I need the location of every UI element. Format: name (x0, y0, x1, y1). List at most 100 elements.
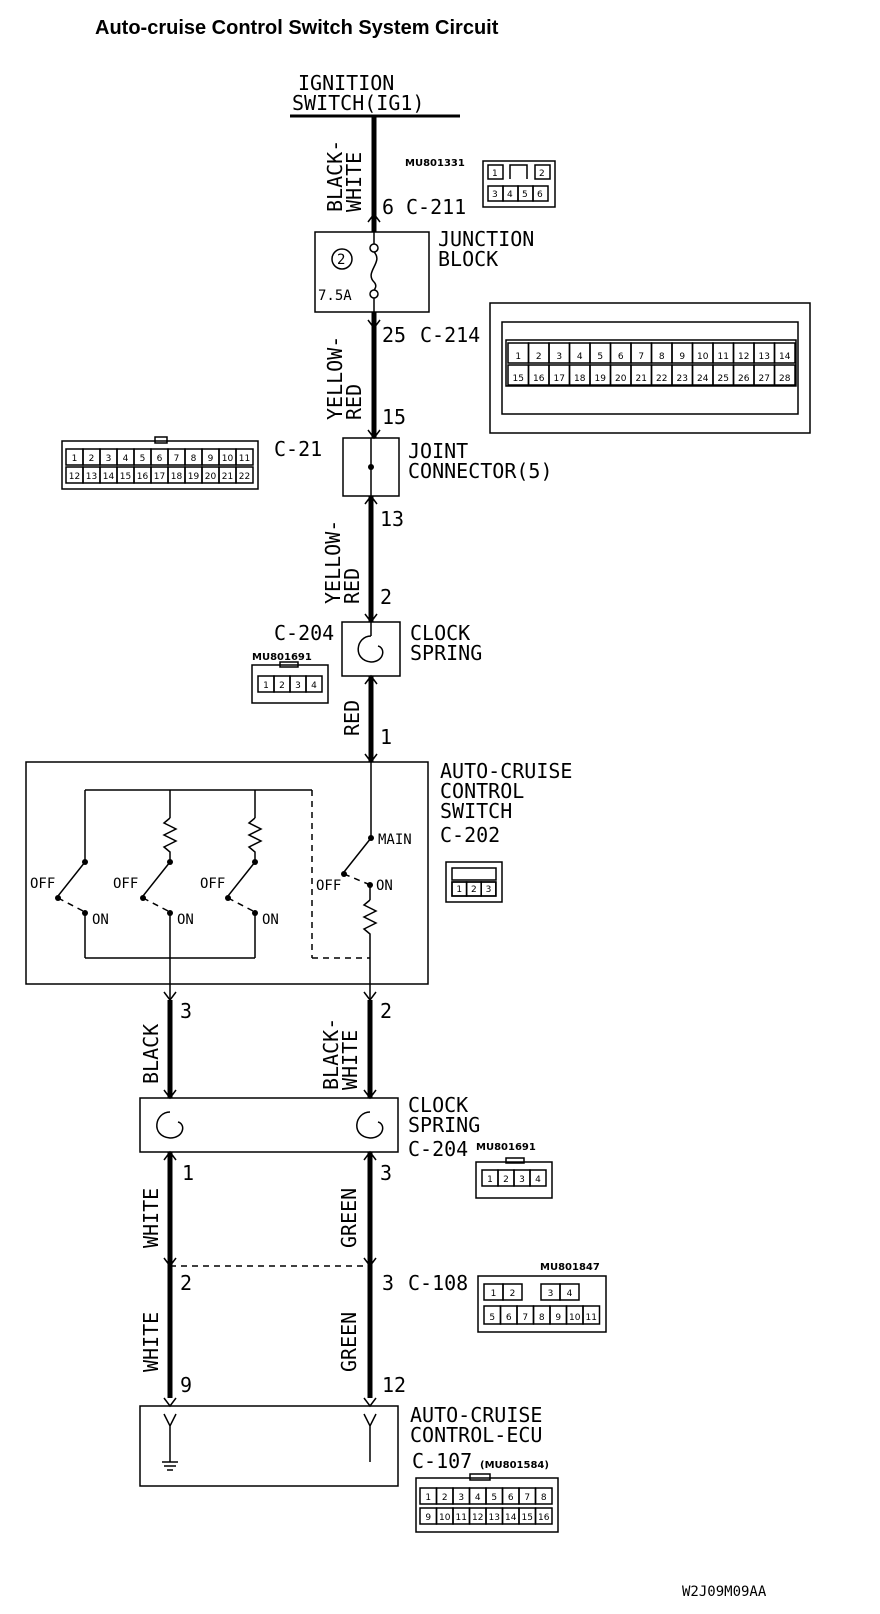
c108-row1-pin-label: 2 (510, 1289, 516, 1299)
c214-row2-pin-label: 20 (615, 374, 627, 384)
connector-c211-face: 1 2 3 4 5 6 (482, 160, 556, 208)
c204-top-pin-label: 3 (295, 681, 301, 691)
page-title: Auto-cruise Control Switch System Circui… (95, 17, 499, 39)
c21-row1-pin-label: 1 (72, 454, 78, 464)
c107-row1-pin-label: 5 (491, 1493, 497, 1503)
fuse-number: 2 (337, 252, 345, 268)
c21-row1-pin-label: 4 (123, 454, 129, 464)
c107-row1-pin-label: 6 (508, 1493, 514, 1503)
c202-pin-label: 1 (456, 885, 462, 895)
figure-id: W2J09M09AA (682, 1584, 767, 1600)
pin-15: 15 (382, 405, 406, 429)
clock-spring-2-label-1: CLOCK (408, 1093, 468, 1117)
c21-row2-pin-label: 19 (188, 472, 200, 482)
off-label-2: OFF (113, 876, 138, 892)
c107-row2-pin-label: 11 (456, 1513, 467, 1523)
c214-row1-pin-label: 6 (618, 352, 624, 362)
clock-spring-1-label-1: CLOCK (410, 621, 470, 645)
c21-row1-pin-label: 9 (208, 454, 214, 464)
wire-label-black: BLACK (139, 1024, 163, 1084)
svg-text:RED: RED (340, 568, 364, 604)
fuse-terminal-bottom (369, 289, 379, 299)
c202-cell (480, 881, 497, 897)
junction-label-1: JUNCTION (438, 227, 534, 251)
wire-label-yellow-red-2: YELLOW- RED (321, 520, 364, 604)
wire-label-yellow-red-1: YELLOW- RED (323, 336, 366, 420)
connector-c21-face (61, 436, 259, 490)
c214-row2-pin-label: 16 (533, 374, 545, 384)
clock-spring-1-coil (357, 635, 384, 663)
c21-row1-pin-label: 7 (174, 454, 180, 464)
switch-label-3: SWITCH (440, 799, 512, 823)
c21-row2-pin-label: 12 (69, 472, 80, 482)
wire-label-black-white-1: BLACK- WHITE (323, 140, 366, 212)
connector-c204-top-face (251, 661, 329, 704)
c204-top-pin-label: 2 (279, 681, 285, 691)
c214-row2-pin-label: 25 (718, 374, 729, 384)
pin-2-top: 2 (380, 585, 392, 609)
switch-label-2: CONTROL (440, 779, 524, 803)
svg-text:WHITE: WHITE (338, 1030, 362, 1090)
c21-row2-pin-label: 15 (120, 472, 131, 482)
c108-row2-pin-label: 8 (539, 1313, 545, 1323)
connector-c108-label: C-108 (408, 1271, 468, 1295)
svg-text:YELLOW-: YELLOW- (323, 336, 347, 420)
part-mu801584: (MU801584) (480, 1460, 549, 1471)
pin-3-clock: 3 (380, 1161, 392, 1185)
c214-row1-pin-label: 8 (659, 352, 665, 362)
c107-row2-pin-label: 13 (489, 1513, 500, 1523)
c21-row2-pin-label: 14 (103, 472, 115, 482)
connector-c204-bottom-label: C-204 (408, 1137, 468, 1161)
c107-row2-pin-label: 15 (522, 1513, 533, 1523)
c204-bottom-pin-label: 1 (487, 1175, 493, 1185)
c107-row1-pin-label: 4 (475, 1493, 481, 1503)
ecu-input-symbol (363, 1413, 377, 1462)
c107-row1-pin-label: 7 (524, 1493, 530, 1503)
svg-text:1: 1 (492, 169, 498, 179)
c108-row2-pin-label: 11 (586, 1313, 597, 1323)
fuse-number-circle (331, 248, 353, 270)
part-mu801331: MU801331 (405, 158, 465, 169)
on-label-main: ON (376, 878, 393, 894)
c214-row2-cell (773, 364, 796, 386)
ignition-label-1: IGNITION (298, 71, 394, 95)
ignition-label-2: SWITCH(IG1) (292, 91, 424, 115)
ecu-ground-symbol (162, 1413, 178, 1471)
c21-row1-pin-label: 8 (191, 454, 197, 464)
ecu-label-2: CONTROL-ECU (410, 1423, 542, 1447)
on-label-1: ON (92, 912, 109, 928)
c107-row2-pin-label: 14 (505, 1513, 517, 1523)
connector-c204-top-label: C-204 (274, 621, 334, 645)
c107-row2-pin-label: 10 (439, 1513, 451, 1523)
c21-row2-pin-label: 20 (205, 472, 217, 482)
off-label-3: OFF (200, 876, 225, 892)
c214-row2-pin-label: 26 (738, 374, 750, 384)
ecu-box (139, 1405, 399, 1487)
c107-row1-cell (534, 1487, 553, 1505)
clock-spring-2-coil-b (356, 1111, 384, 1139)
c214-row1-pin-label: 9 (679, 352, 685, 362)
wire-label-white-2: WHITE (139, 1312, 163, 1372)
svg-text:5: 5 (522, 190, 528, 200)
c214-row2-pin-label: 28 (779, 374, 791, 384)
pin-arrows (163, 212, 381, 1408)
c21-row1-pin-label: 5 (140, 454, 146, 464)
c204-bottom-cell (529, 1169, 547, 1187)
svg-text:BLACK-: BLACK- (319, 1018, 343, 1090)
c21-row1-pin-label: 2 (89, 454, 95, 464)
c214-row1-pin-label: 13 (759, 352, 770, 362)
c107-row1-pin-label: 2 (442, 1493, 448, 1503)
c214-row2-pin-label: 27 (759, 374, 770, 384)
svg-text:BLACK-: BLACK- (323, 140, 347, 212)
svg-text:6: 6 (537, 190, 543, 200)
clock-spring-1-label-2: SPRING (410, 641, 482, 665)
clock-spring-2-box (139, 1097, 399, 1153)
on-label-3: ON (262, 912, 279, 928)
on-label-2: ON (177, 912, 194, 928)
switch-network (55, 762, 378, 1000)
fuse-terminal-top (369, 243, 379, 253)
connector-c211-label: C-211 (406, 195, 466, 219)
c107-row1-pin-label: 3 (458, 1493, 464, 1503)
c21-row1-pin-label: 11 (239, 454, 250, 464)
